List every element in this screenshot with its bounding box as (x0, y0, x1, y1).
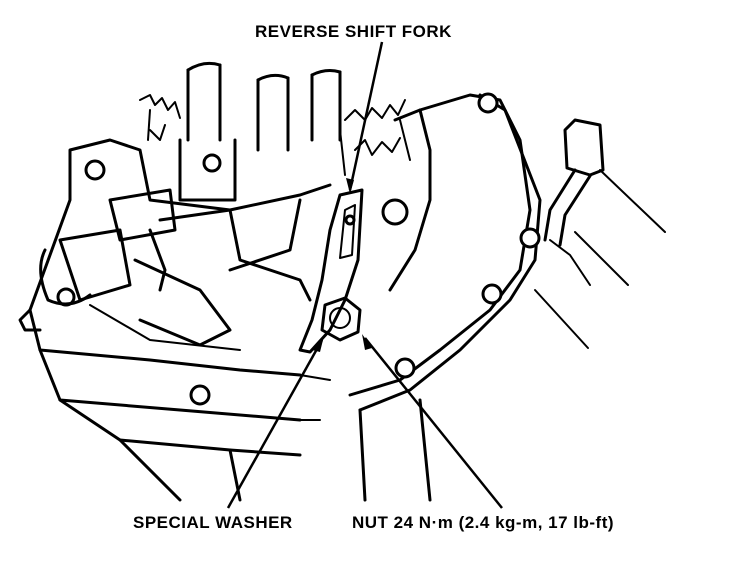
leader-nut (364, 337, 503, 509)
leader-special-washer (226, 339, 324, 509)
flange-bolt-holes (56, 92, 541, 406)
nut (320, 296, 362, 342)
transmission-case (18, 93, 542, 502)
special-washer-label: SPECIAL WASHER (133, 513, 293, 532)
leader-lines (226, 41, 503, 509)
edge-lines (534, 169, 666, 349)
leader-reverse-shift-fork (348, 41, 384, 191)
nut-torque-label: NUT 24 N·m (2.4 kg-m, 17 lb-ft) (352, 513, 615, 532)
shift-fork-assembly (39, 138, 312, 351)
reverse-shift-fork-label: REVERSE SHIFT FORK (255, 22, 452, 41)
gears (139, 94, 411, 176)
shift-rods (186, 61, 342, 152)
reverse-shift-fork (298, 188, 364, 354)
shift-lever (543, 118, 605, 286)
